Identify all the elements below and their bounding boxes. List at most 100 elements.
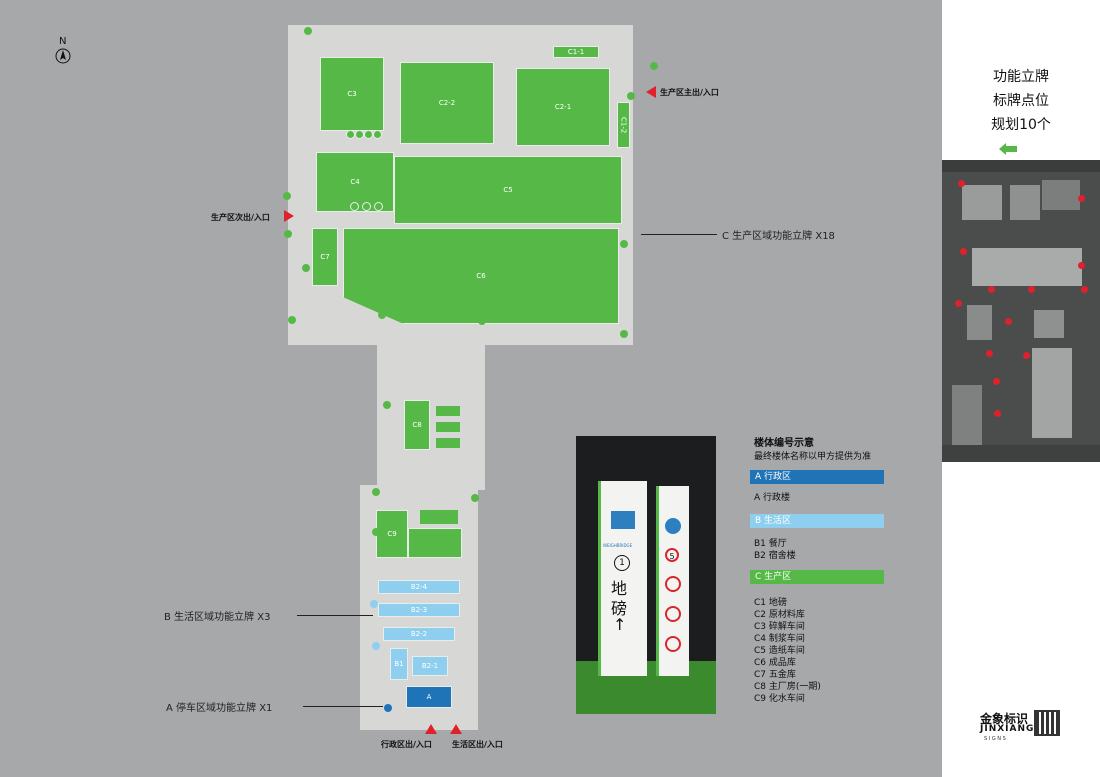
- legend-item: C7 五金库: [754, 670, 796, 680]
- tank: [355, 130, 364, 139]
- sign-point: [372, 642, 380, 650]
- legend-item: A 行政楼: [754, 493, 791, 503]
- callout-c: C 生产区域功能立牌 X18: [722, 231, 835, 242]
- aerial-photo: [942, 160, 1100, 462]
- building-a: A: [406, 686, 452, 708]
- sign-point: [384, 704, 392, 712]
- aerial-marker: [955, 300, 962, 307]
- legend-item: C2 原材料库: [754, 610, 805, 620]
- building-b2-1: B2-1: [412, 656, 448, 676]
- sign-panel-right: 5: [656, 486, 689, 676]
- legend-section-b: B 生活区: [750, 514, 884, 528]
- entrance-living: 生活区出/入口: [452, 740, 503, 749]
- aerial-marker: [1023, 352, 1030, 359]
- entrance-marker-icon: [425, 724, 437, 734]
- aerial-marker: [958, 180, 965, 187]
- sign-panel-cn-3: ↑: [613, 615, 627, 634]
- sign-point: [370, 600, 378, 608]
- legend-item: C6 成品库: [754, 658, 796, 668]
- callout-b: B 生活区域功能立牌 X3: [164, 612, 271, 623]
- sign-point: [650, 62, 658, 70]
- building-c6: C6: [343, 228, 619, 324]
- sign-point: [372, 488, 380, 496]
- building-b2-4: B2-4: [378, 580, 460, 594]
- compass-icon: [55, 48, 71, 64]
- sign-point: [383, 401, 391, 409]
- qr-code: [1034, 710, 1060, 736]
- legend-item: C8 主厂房(一期): [754, 682, 821, 692]
- tank: [350, 202, 359, 211]
- entrance-admin: 行政区出/入口: [381, 740, 432, 749]
- callout-c-line: [641, 234, 717, 235]
- building-c5: C5: [394, 156, 622, 224]
- entrance-marker-icon: [284, 210, 294, 222]
- aerial-marker: [994, 410, 1001, 417]
- brand-name-en: JINXIANG: [980, 724, 1035, 734]
- aerial-marker: [988, 286, 995, 293]
- sign-point: [302, 264, 310, 272]
- aerial-marker: [986, 350, 993, 357]
- sign-point: [620, 240, 628, 248]
- legend-section-c: C 生产区: [750, 570, 884, 584]
- c9-annex: [408, 528, 462, 558]
- c8-annex: [436, 422, 460, 432]
- sign-point: [478, 317, 486, 325]
- aerial-marker: [1081, 286, 1088, 293]
- aerial-marker: [1078, 262, 1085, 269]
- building-c7: C7: [312, 228, 338, 286]
- sign-panel-num: 1: [614, 555, 630, 571]
- legend-item: C4 制浆车间: [754, 634, 805, 644]
- entrance-marker-icon: [646, 86, 656, 98]
- legend-item: B1 餐厅: [754, 539, 787, 549]
- entrance-marker-icon: [450, 724, 462, 734]
- building-c2-2: C2-2: [400, 62, 494, 144]
- sign-point: [288, 316, 296, 324]
- sign-point: [627, 92, 635, 100]
- building-c3: C3: [320, 57, 384, 131]
- building-c8: C8: [404, 400, 430, 450]
- aerial-marker: [960, 248, 967, 255]
- sign-point: [471, 494, 479, 502]
- building-b2-2: B2-2: [383, 627, 455, 641]
- sign-panel-icon: [611, 511, 635, 529]
- legend-item: C1 地磅: [754, 598, 787, 608]
- tank: [346, 130, 355, 139]
- aerial-marker: [1005, 318, 1012, 325]
- tank: [373, 130, 382, 139]
- sign-panel-en: WEIGHBRIDGE: [603, 543, 633, 548]
- legend-subtitle: 最终楼体名称以甲方提供为准: [754, 452, 872, 462]
- sign-point: [620, 330, 628, 338]
- side-panel-title-3: 规划10个: [991, 117, 1051, 133]
- sign-point: [372, 528, 380, 536]
- entrance-production-secondary: 生产区次出/入口: [211, 213, 270, 222]
- side-panel-title-1: 功能立牌: [993, 69, 1049, 85]
- compass-label: N: [59, 36, 67, 47]
- legend-title: 楼体编号示意: [754, 438, 814, 449]
- sign-panel-cn-2: 磅: [611, 599, 628, 618]
- brand-sub: S I G N S: [984, 736, 1006, 742]
- brand-name-cn: 金象标识: [980, 712, 1029, 726]
- sign-point: [378, 311, 386, 319]
- building-c1-2: C1-2: [617, 102, 630, 148]
- legend-section-a: A 行政区: [750, 470, 884, 484]
- building-b2-3: B2-3: [378, 603, 460, 617]
- callout-b-line: [297, 615, 373, 616]
- arrow-left-icon: [999, 143, 1017, 155]
- c8-annex: [436, 438, 460, 448]
- callout-a-line: [303, 706, 383, 707]
- building-c1-1: C1-1: [553, 46, 599, 58]
- sign-point: [304, 27, 312, 35]
- sign-panel-right-num: 5: [665, 548, 679, 562]
- c8-annex: [436, 406, 460, 416]
- aerial-marker: [1028, 286, 1035, 293]
- tank: [364, 130, 373, 139]
- legend-item: C5 造纸车间: [754, 646, 805, 656]
- aerial-marker: [993, 378, 1000, 385]
- building-b1: B1: [390, 648, 408, 680]
- building-c2-1: C2-1: [516, 68, 610, 146]
- legend-item: C9 化水车间: [754, 694, 805, 704]
- entrance-production-main: 生产区主出/入口: [660, 88, 719, 97]
- sign-point: [283, 192, 291, 200]
- sign-panel-left: WEIGHBRIDGE 1 地 磅 ↑: [598, 481, 647, 676]
- sign-point: [284, 230, 292, 238]
